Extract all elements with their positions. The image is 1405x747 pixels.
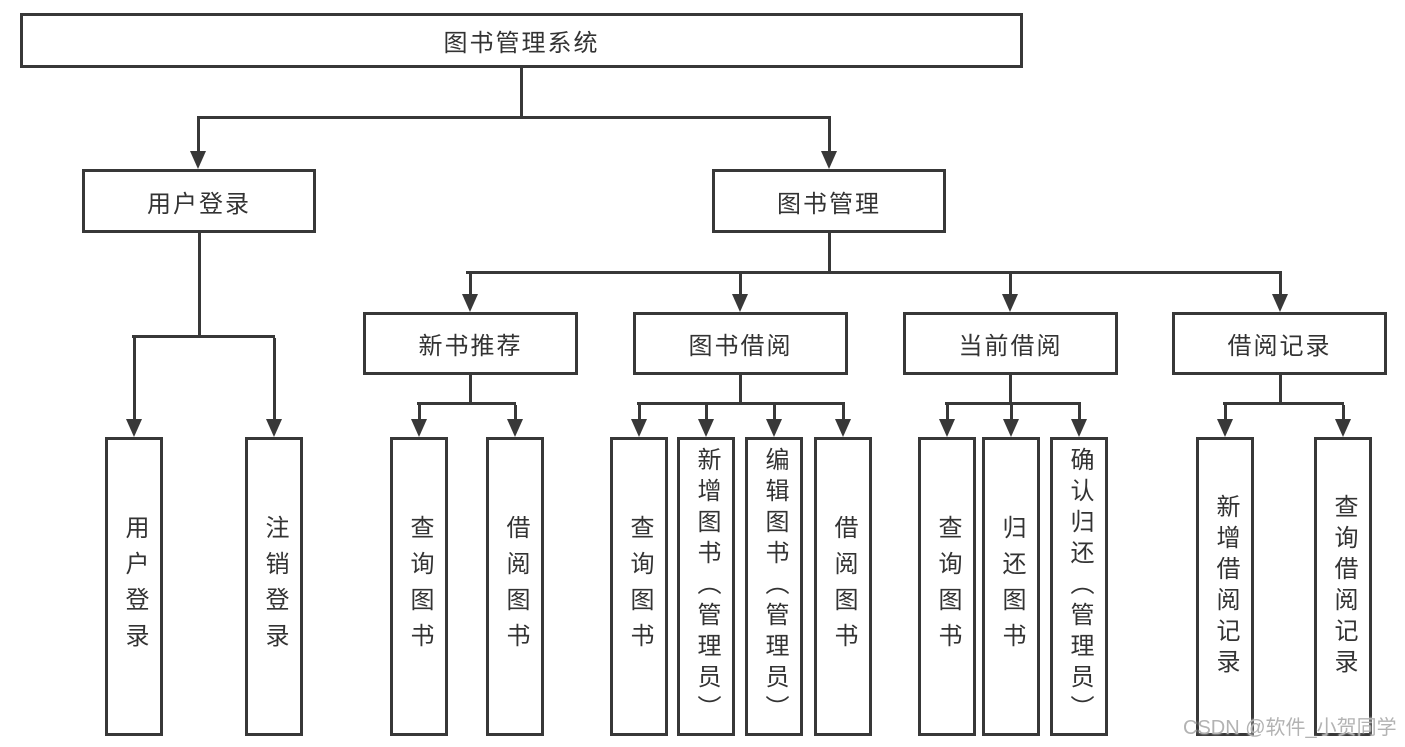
- leaf-borrow-borrow-books-label: 借阅图书: [830, 514, 857, 659]
- node-book-management: 图书管理: [712, 169, 946, 233]
- leaf-return-books: 归还图书: [982, 437, 1040, 736]
- leaf-newbook-query-books-label: 查询图书: [406, 514, 433, 659]
- leaf-add-books-admin-label: 新增图书（管理员）: [693, 447, 720, 726]
- connector-currentborrow-bar: [945, 402, 1081, 405]
- connector-borrowrecord-stem: [1279, 375, 1282, 404]
- leaf-add-borrow-record-label: 新增借阅记录: [1212, 493, 1239, 680]
- node-user-login: 用户登录: [82, 169, 316, 233]
- csdn-watermark: CSDN @软件_小贺同学: [1183, 717, 1397, 739]
- connector-userlogin-stem: [198, 233, 201, 335]
- leaf-logout: 注销登录: [245, 437, 303, 736]
- leaf-confirm-return-admin: 确认归还（管理员）: [1050, 437, 1108, 736]
- connector-bookborrow-stem: [739, 375, 742, 404]
- leaf-newbook-borrow-books-label: 借阅图书: [502, 514, 529, 659]
- node-current-borrow: 当前借阅: [903, 312, 1118, 375]
- leaf-user-login-label: 用户登录: [121, 514, 148, 659]
- arrow-currentborrow-leaf-1: [939, 405, 955, 437]
- arrow-to-current-borrow: [1002, 274, 1018, 312]
- leaf-confirm-return-admin-label: 确认归还（管理员）: [1066, 447, 1093, 726]
- arrow-to-borrow-records: [1272, 274, 1288, 312]
- arrow-to-new-book-recommend: [462, 274, 478, 312]
- leaf-logout-label: 注销登录: [261, 514, 288, 659]
- leaf-add-borrow-record: 新增借阅记录: [1196, 437, 1254, 736]
- leaf-query-borrow-record: 查询借阅记录: [1314, 437, 1372, 736]
- leaf-borrow-query-books: 查询图书: [610, 437, 668, 736]
- arrow-borrowrecord-leaf-2: [1335, 405, 1351, 437]
- leaf-current-query-books: 查询图书: [918, 437, 976, 736]
- connector-bookborrow-bar: [637, 402, 845, 405]
- leaf-newbook-borrow-books: 借阅图书: [486, 437, 544, 736]
- connector-root-stem: [520, 68, 523, 118]
- arrow-borrowrecord-leaf-1: [1217, 405, 1233, 437]
- arrow-to-leaf-logout: [266, 338, 282, 437]
- arrow-currentborrow-leaf-2: [1003, 405, 1019, 437]
- arrow-bookborrow-leaf-1: [631, 405, 647, 437]
- arrow-bookborrow-leaf-4: [835, 405, 851, 437]
- connector-bookmgmt-stem: [828, 233, 831, 274]
- leaf-borrow-borrow-books: 借阅图书: [814, 437, 872, 736]
- leaf-newbook-query-books: 查询图书: [390, 437, 448, 736]
- arrow-currentborrow-leaf-3: [1071, 405, 1087, 437]
- node-library-management-system: 图书管理系统: [20, 13, 1023, 68]
- arrow-to-book-management: [821, 119, 837, 169]
- arrow-bookborrow-leaf-3: [766, 405, 782, 437]
- node-borrow-records: 借阅记录: [1172, 312, 1387, 375]
- leaf-edit-books-admin-label: 编辑图书（管理员）: [761, 447, 788, 726]
- leaf-add-books-admin: 新增图书（管理员）: [677, 437, 735, 736]
- arrow-to-book-borrow: [732, 274, 748, 312]
- connector-bookmgmt-bar: [466, 271, 1282, 274]
- arrow-to-user-login: [190, 119, 206, 169]
- arrow-newbook-leaf-1: [411, 405, 427, 437]
- arrow-newbook-leaf-2: [507, 405, 523, 437]
- connector-userlogin-bar: [132, 335, 275, 338]
- connector-borrowrecord-bar: [1223, 402, 1344, 405]
- connector-newbook-bar: [417, 402, 516, 405]
- connector-currentborrow-stem: [1009, 375, 1012, 404]
- connector-root-bar: [197, 116, 831, 119]
- node-book-borrow: 图书借阅: [633, 312, 848, 375]
- leaf-borrow-query-books-label: 查询图书: [626, 514, 653, 659]
- leaf-query-borrow-record-label: 查询借阅记录: [1330, 493, 1357, 680]
- leaf-edit-books-admin: 编辑图书（管理员）: [745, 437, 803, 736]
- leaf-return-books-label: 归还图书: [998, 514, 1025, 659]
- leaf-user-login: 用户登录: [105, 437, 163, 736]
- connector-newbook-stem: [469, 375, 472, 404]
- leaf-current-query-books-label: 查询图书: [934, 514, 961, 659]
- arrow-to-leaf-user-login: [126, 338, 142, 437]
- node-new-book-recommend: 新书推荐: [363, 312, 578, 375]
- arrow-bookborrow-leaf-2: [698, 405, 714, 437]
